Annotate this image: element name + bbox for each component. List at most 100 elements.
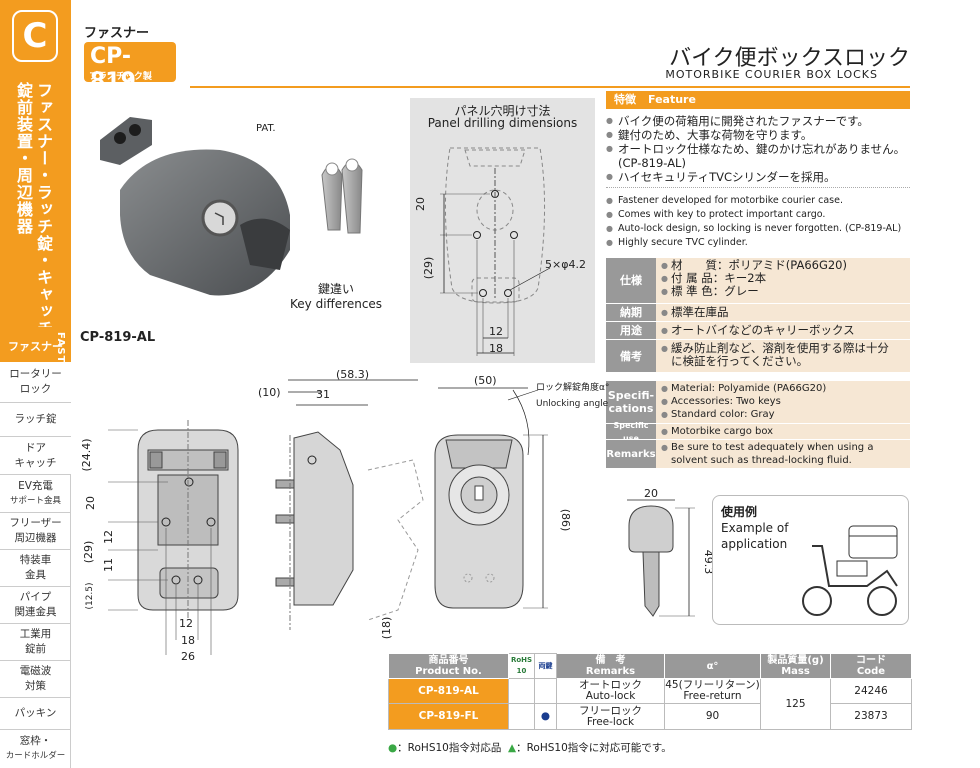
- col-label: 備 考: [595, 655, 626, 666]
- sidebar-item-label: 窓枠・: [19, 735, 52, 747]
- col-label: Mass: [781, 666, 810, 677]
- sidebar-item-emi[interactable]: 電磁波対策: [0, 660, 71, 697]
- application-jp: 使用例: [721, 505, 758, 519]
- cell-line: Free-return: [683, 690, 742, 702]
- sidebar-item-label: カードホルダー: [5, 751, 66, 761]
- spec-value: 材 質：ポリアミド(PA66G20) 付 属 品：キー2本 標 準 色：グレー: [661, 259, 908, 299]
- spec-line: オートバイなどのキャリーボックス: [661, 324, 908, 338]
- spec-label: Remarks: [606, 440, 656, 468]
- spec-row-shiyo: 仕様 材 質：ポリアミド(PA66G20) 付 属 品：キー2本 標 準 色：グ…: [606, 258, 910, 303]
- dim-11: 11: [102, 558, 115, 572]
- category-sidebar: C ファスナー・ラッチ錠・キャッチ 錠前装置・周辺機器 ファスナー FASTEN…: [0, 0, 71, 768]
- dim-26-bottom: 26: [181, 650, 195, 660]
- panel-dim-holes: 5×φ4.2: [545, 258, 586, 271]
- page-title: バイク便ボックスロック: [669, 46, 910, 71]
- application-en: Example of: [721, 521, 789, 535]
- sidebar-item-industrial-lock[interactable]: 工業用錠前: [0, 623, 71, 660]
- feature-item: Comes with key to protect important carg…: [606, 208, 916, 222]
- spec-line: 標準在庫品: [661, 306, 908, 320]
- code-cell: 24246: [830, 678, 912, 704]
- rohs-cell: [508, 678, 535, 704]
- col-label: 製品質量(g): [767, 655, 824, 666]
- spec-label: 納期: [606, 304, 656, 321]
- alpha-cell: 45(フリーリターン)Free-return: [664, 678, 761, 704]
- spec-line: 材 質：ポリアミド(PA66G20): [661, 259, 908, 273]
- spec-label: Specific use: [606, 421, 656, 443]
- spec-value: 標準在庫品: [661, 306, 908, 320]
- panel-drilling-drawing: 20 (29) 12 18 5×φ4.2: [414, 147, 586, 356]
- product-badge: CP-819 プラスチック製: [84, 42, 176, 94]
- dim-29: (29): [82, 541, 95, 564]
- cell-line: Free-lock: [586, 715, 635, 728]
- col-label: α°: [706, 660, 719, 672]
- feature-item: オートロック仕様なため、鍵のかけ忘れがありません。: [606, 142, 916, 156]
- panel-dim-29: (29): [422, 257, 435, 280]
- feature-divider: [606, 187, 910, 188]
- sidebar-item-label: 周辺機器: [14, 532, 57, 544]
- sidebar-item-special-vehicle[interactable]: 特装車金具: [0, 549, 71, 586]
- sidebar-item-ev[interactable]: EV充電サポート金具: [0, 474, 71, 512]
- dim-10: (10): [258, 386, 281, 399]
- sidebar-item-label: 工業用: [19, 628, 52, 640]
- category-title-1: ファスナー・ラッチ錠・キャッチ: [34, 82, 53, 337]
- sidebar-item-pipe[interactable]: パイプ関連金具: [0, 586, 71, 623]
- panel-title-en: Panel drilling dimensions: [427, 116, 578, 130]
- sidebar-item-label: パッキン: [14, 707, 57, 719]
- spec-label: 備考: [606, 340, 656, 372]
- feature-item: 鍵付のため、大事な荷物を守ります。: [606, 128, 916, 142]
- dim-50: (50): [474, 374, 497, 387]
- feature-label-en: Feature: [648, 93, 696, 106]
- mass-cell: 125: [760, 678, 831, 730]
- product-code: CP-819: [90, 44, 136, 94]
- spec-row-yoto: 用途 オートバイなどのキャリーボックス: [606, 322, 910, 339]
- application-caption: 使用例 Example of application: [721, 504, 788, 552]
- product-no-cell: CP-819-FL: [388, 703, 509, 730]
- spec-line: Motorbike cargo box: [661, 425, 908, 438]
- sidebar-item-label: 金具: [25, 569, 46, 581]
- col-label: Code: [856, 666, 886, 677]
- sidebar-item-label: パイプ: [19, 591, 52, 603]
- sidebar-item-label: ロック: [19, 383, 52, 395]
- feature-item: バイク便の荷箱用に開発されたファスナーです。: [606, 114, 916, 128]
- panel-drilling-box: パネル穴明け寸法 Panel drilling dimensions: [410, 98, 595, 363]
- sidebar-item-freezer[interactable]: フリーザー周辺機器: [0, 512, 71, 549]
- sidebar-item-packing[interactable]: パッキン: [0, 697, 71, 729]
- rohs-cell: [508, 703, 535, 730]
- dim-12-bottom: 12: [179, 617, 193, 630]
- col-label: Remarks: [585, 666, 636, 677]
- dim-86: (86): [559, 509, 572, 532]
- angle-label-en: Unlocking angle: [536, 399, 609, 409]
- code-cell: 23873: [830, 703, 912, 730]
- spec-label-line: Specifi-: [607, 389, 655, 402]
- sidebar-item-rotary-lock[interactable]: ロータリーロック: [0, 362, 71, 402]
- application-en: application: [721, 537, 788, 551]
- cell-line: Auto-lock: [585, 690, 636, 702]
- sidebar-active-label: ファスナー: [8, 340, 63, 353]
- dim-18-side: (18): [380, 617, 393, 640]
- panel-dim-20: 20: [414, 197, 427, 211]
- sidebar-item-door-catch[interactable]: ドアキャッチ: [0, 436, 71, 474]
- sidebar-item-latch[interactable]: ラッチ錠: [0, 402, 71, 436]
- page-title-en: MOTORBIKE COURIER BOX LOCKS: [665, 68, 878, 81]
- feature-item: Auto-lock design, so locking is never fo…: [606, 222, 916, 236]
- sidebar-item-window-frame[interactable]: 窓枠・カードホルダー: [0, 729, 71, 768]
- category-label: ファスナー: [84, 26, 150, 41]
- key-diff-en: Key differences: [290, 297, 383, 311]
- product-no-cell: CP-819-AL: [388, 678, 509, 704]
- technical-drawing: (10) 31 (58.3) (50) ロック解錠角度α° Unlocking …: [80, 368, 609, 660]
- dim-12: 12: [102, 530, 115, 544]
- spec-line: 標 準 色：グレー: [661, 285, 908, 299]
- sidebar-item-label: サポート金具: [9, 495, 61, 506]
- panel-title-jp: パネル穴明け寸法: [454, 104, 551, 118]
- spec-line: solvent such as thread-locking fluid.: [671, 455, 852, 466]
- dim-12-5: (12.5): [85, 582, 95, 609]
- footnote-rohs: ：RoHS10指令対応品: [397, 742, 502, 754]
- sidebar-item-label: 対策: [25, 680, 46, 692]
- panel-dim-12: 12: [489, 325, 503, 338]
